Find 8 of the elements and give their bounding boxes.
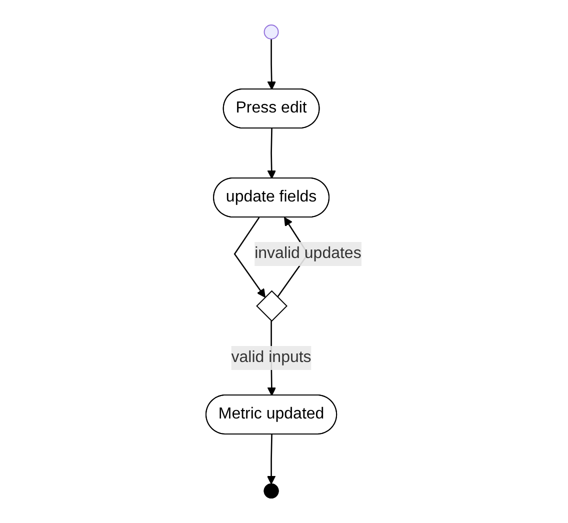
- arrow: [234, 217, 266, 298]
- arrow: [267, 434, 276, 484]
- arrow: [268, 128, 276, 179]
- edge-label: valid inputs: [232, 348, 312, 366]
- arrow: [268, 39, 276, 90]
- node-circle: [264, 24, 280, 40]
- edge-label: invalid updates: [254, 245, 362, 262]
- node-diamond: [256, 290, 288, 322]
